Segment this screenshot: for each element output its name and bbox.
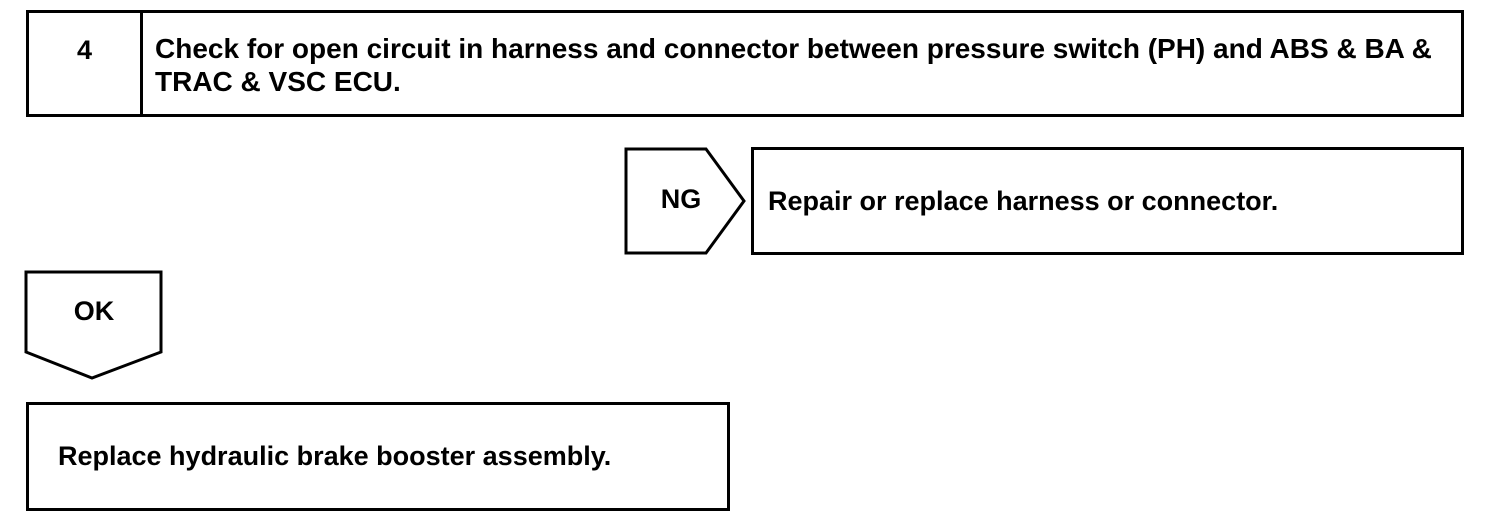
- ng-result-text: Repair or replace harness or connector.: [768, 185, 1279, 216]
- ng-arrow-outline: [624, 147, 746, 255]
- ng-result-box: Repair or replace harness or connector.: [751, 147, 1464, 255]
- ok-arrow-outline: [24, 270, 163, 380]
- ok-result-text: Replace hydraulic brake booster assembly…: [58, 441, 612, 471]
- step-number: 4: [29, 13, 143, 114]
- step-description: Check for open circuit in harness and co…: [155, 33, 1432, 97]
- ok-label: OK: [73, 296, 115, 326]
- ok-result-box: Replace hydraulic brake booster assembly…: [26, 402, 730, 511]
- ng-label: NG: [660, 184, 702, 214]
- step-box: 4 Check for open circuit in harness and …: [26, 10, 1464, 117]
